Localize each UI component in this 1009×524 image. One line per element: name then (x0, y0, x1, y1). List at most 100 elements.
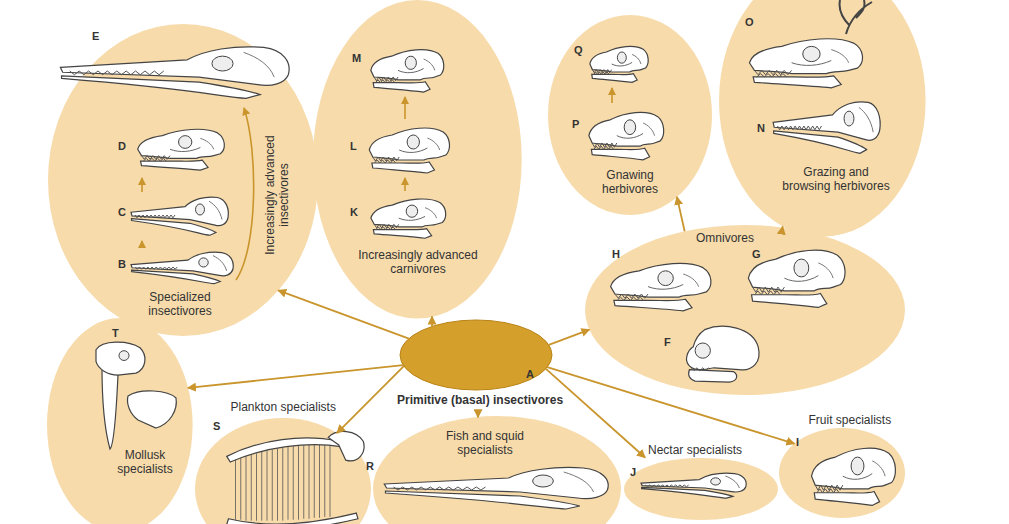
radiation-arrow (477, 410, 479, 417)
group-label: Primitive (basal) insectivores (397, 393, 563, 407)
callout-letter: C (118, 206, 126, 218)
group-label: Increasingly advanced insectivores (263, 131, 291, 259)
group-oval (719, 0, 926, 237)
text-slot: J (630, 466, 636, 478)
group-oval-shape (719, 0, 926, 237)
radiation-arrow (677, 197, 685, 231)
text-slot: N (757, 122, 765, 134)
group-oval-shape (313, 0, 522, 318)
text-slot: G (752, 248, 761, 260)
text-slot: D (118, 140, 126, 152)
text-slot: M (352, 52, 361, 64)
group-oval (585, 225, 905, 395)
text-slot: I (796, 436, 799, 448)
callout-letter: D (118, 140, 126, 152)
callout-letter: O (745, 16, 754, 28)
group-oval-shape (195, 418, 371, 524)
group-label: Mollusk specialists (110, 448, 180, 476)
text-slot: Primitive (basal) insectivores (397, 393, 563, 407)
group-label: Omnivores (696, 231, 754, 245)
text-slot: Omnivores (696, 231, 754, 245)
text-slot: T (112, 327, 119, 339)
text-slot: Increasingly advanced insectivores (263, 131, 291, 259)
group-label: Fruit specialists (809, 413, 892, 427)
text-slot: Fruit specialists (809, 413, 892, 427)
callout-letter: J (630, 466, 636, 478)
text-slot: C (118, 206, 126, 218)
succession-arrow (404, 178, 406, 191)
text-slot: Specialized insectivores (140, 290, 220, 318)
radiation-arrow (337, 366, 404, 433)
text-slot: E (92, 30, 99, 42)
text-slot: Mollusk specialists (110, 448, 180, 476)
text-slot: Plankton specialists (231, 400, 336, 414)
radiation-group: Specialized insectivores Increasingly adv… (48, 24, 318, 336)
text-slot: L (350, 140, 357, 152)
radiation-group: Increasingly advanced carnivores (313, 0, 522, 318)
radiation-group: Grazing and browsing herbivores (719, 0, 926, 237)
radiation-group: Nectar specialists (624, 458, 778, 520)
succession-arrow (141, 178, 143, 192)
text-slot: B (118, 258, 126, 270)
callout-letter: Q (574, 44, 583, 56)
text-slot: P (572, 118, 579, 130)
text-slot: Fish and squid specialists (436, 429, 534, 457)
callout-letter: I (796, 436, 799, 448)
group-label: Grazing and browsing herbivores (779, 165, 892, 193)
callout-letter: R (366, 460, 374, 472)
text-slot: H (612, 248, 620, 260)
callout-letter: K (350, 206, 358, 218)
text-slot: R (366, 460, 374, 472)
radiation-group: Omnivores (585, 225, 905, 395)
group-oval-shape (779, 428, 905, 518)
group-oval-shape (548, 15, 712, 215)
callout-letter: G (752, 248, 761, 260)
group-oval-shape (373, 416, 621, 524)
radiation-arrow (431, 317, 433, 327)
callout-letter: S (213, 420, 220, 432)
callout-letter: L (350, 140, 357, 152)
radiation-group: Fish and squid specialists (373, 416, 621, 524)
callout-letter: P (572, 118, 579, 130)
radiation-group: Plankton specialists (195, 418, 371, 524)
group-oval (47, 318, 193, 524)
radiation-arrow (188, 365, 403, 388)
callout-letter: E (92, 30, 99, 42)
callout-letter: B (118, 258, 126, 270)
text-slot: Q (574, 44, 583, 56)
text-slot: Nectar specialists (648, 443, 742, 457)
callout-letter: A (526, 368, 534, 380)
radiation-arrow (549, 330, 590, 345)
group-label: Gnawing herbivores (594, 168, 666, 196)
radiation-group: Mollusk specialists (47, 318, 193, 524)
text-slot: Grazing and browsing herbivores (779, 165, 892, 193)
text-slot: A (526, 368, 534, 380)
succession-arrow (141, 241, 143, 248)
group-oval-shape (47, 318, 193, 524)
text-slot: Increasingly advanced carnivores (354, 248, 482, 276)
text-slot: F (664, 336, 671, 348)
text-slot: S (213, 420, 220, 432)
callout-letter: N (757, 122, 765, 134)
succession-arrow (404, 97, 406, 119)
group-label: Specialized insectivores (140, 290, 220, 318)
group-label: Plankton specialists (231, 400, 336, 414)
radiation-group: Gnawing herbivores (548, 15, 712, 215)
group-oval (195, 418, 371, 524)
callout-letter: T (112, 327, 119, 339)
group-oval-shape (624, 458, 778, 520)
group-label: Nectar specialists (648, 443, 742, 457)
callout-letter: H (612, 248, 620, 260)
succession-arrow (611, 88, 613, 103)
callout-letter: F (664, 336, 671, 348)
group-oval (624, 458, 778, 520)
text-slot: Gnawing herbivores (594, 168, 666, 196)
text-slot: O (745, 16, 754, 28)
text-slot: K (350, 206, 358, 218)
callout-letter: M (352, 52, 361, 64)
group-oval-shape (585, 225, 905, 395)
group-oval-shape (48, 24, 318, 336)
group-label: Fish and squid specialists (436, 429, 534, 457)
group-label: Increasingly advanced carnivores (354, 248, 482, 276)
